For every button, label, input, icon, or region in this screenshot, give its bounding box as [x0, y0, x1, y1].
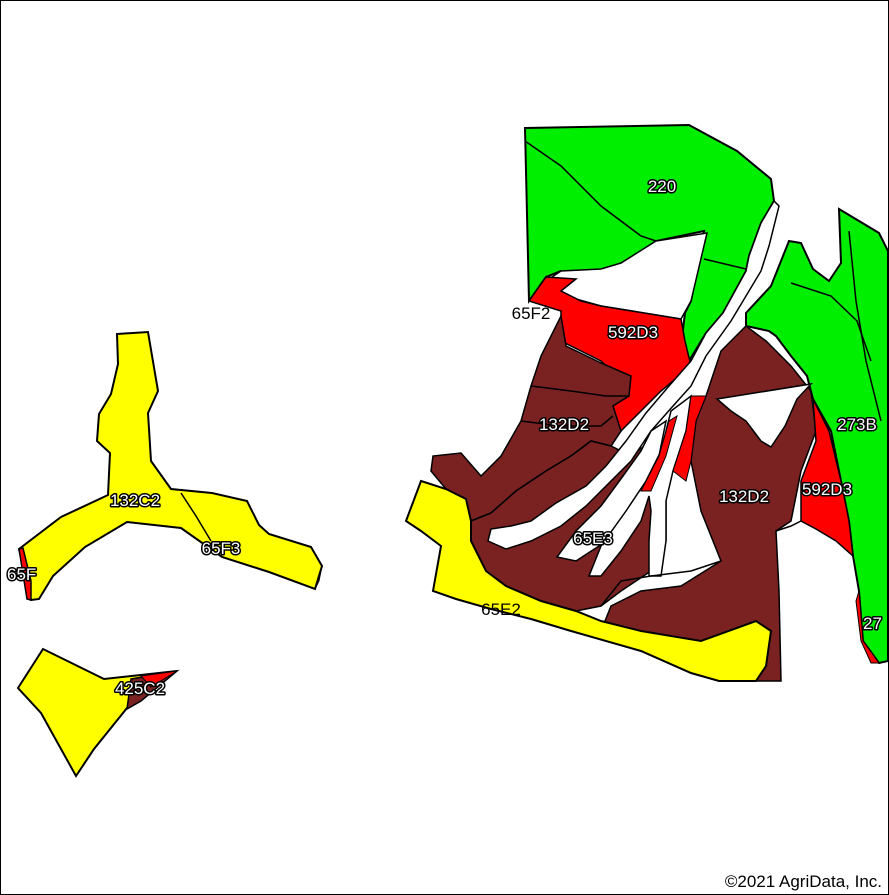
soil-polygon-592D3-right[interactable] [800, 398, 854, 558]
soil-boundary-brown-c [600, 560, 722, 607]
soil-boundary-273B-a [790, 282, 872, 362]
soil-polygon-132C2[interactable] [17, 330, 324, 602]
label-425C2: 425C2 [115, 679, 165, 698]
copyright-notice: ©2021 AgriData, Inc. [724, 872, 882, 891]
soil-boundary-brown-b [520, 415, 614, 427]
soil-polygon-592D3-strip2[interactable] [640, 414, 678, 492]
soil-boundary-65F3 [180, 492, 212, 542]
label-220: 220 [648, 177, 676, 196]
soil-polygon-65F3-edge[interactable] [314, 565, 323, 590]
clearing-white-right [715, 382, 814, 449]
label-65F3: 65F3 [202, 539, 241, 558]
label-132D2-left: 132D2 [539, 415, 589, 434]
soil-polygon-592D3-right-lower[interactable] [855, 590, 880, 664]
label-65E3: 65E3 [573, 529, 613, 548]
label-132C2: 132C2 [110, 491, 160, 510]
soil-boundary-273B-b [848, 230, 882, 422]
label-65E2: 65E2 [481, 600, 521, 619]
label-132D2-right: 132D2 [719, 487, 769, 506]
soil-boundary-220-b [703, 258, 747, 270]
soil-polygon-65E2[interactable] [404, 479, 773, 682]
label-273B: 273B [837, 415, 877, 434]
label-65F2: 65F2 [512, 304, 551, 323]
soil-polygon-65F-left[interactable] [18, 547, 32, 601]
soil-boundary-220-a [524, 140, 657, 242]
label-27-partial: 27 [863, 614, 882, 633]
soil-boundary-brown-a [530, 385, 629, 397]
label-592D3-top: 592D3 [608, 323, 658, 342]
label-592D3-right: 592D3 [802, 480, 852, 499]
soil-boundary-brown-d [775, 520, 802, 532]
soil-polygon-592D3-strip[interactable] [672, 395, 707, 482]
clearing-white-finger-left [487, 199, 780, 550]
label-65F: 65F [7, 565, 36, 584]
soil-polygon-425C2-red[interactable] [139, 670, 178, 688]
soil-polygon-425C2[interactable] [16, 647, 178, 778]
